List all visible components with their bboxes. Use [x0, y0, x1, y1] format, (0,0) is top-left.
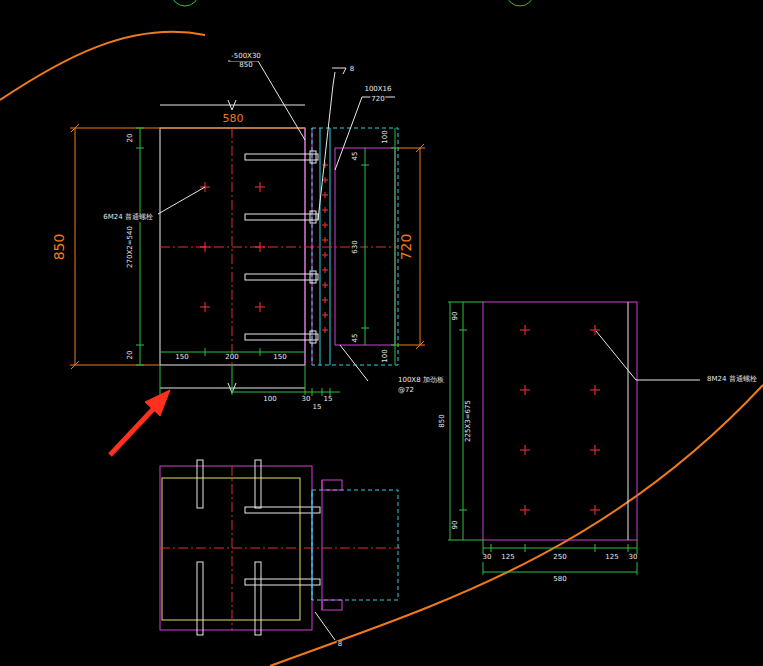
- dimension-label: 100X8 加劲板: [397, 377, 445, 385]
- dimension-label: 100X16: [363, 86, 392, 94]
- dimension-label: 30: [301, 396, 312, 404]
- dimension-label: 150: [272, 354, 287, 362]
- dimension-label: 8M24 普通螺栓: [706, 376, 758, 384]
- dimension-label: -500X30: [230, 53, 262, 61]
- dimension-label: 45: [352, 151, 360, 162]
- dimension-label: 30: [628, 554, 639, 562]
- dimension-label: 90: [452, 520, 460, 531]
- dimension-label: 580: [552, 576, 567, 584]
- dimension-label: 30: [482, 554, 493, 562]
- dimension-label: 850: [439, 413, 447, 428]
- dimension-label: 90: [452, 311, 460, 322]
- dimension-label: 720: [370, 96, 385, 104]
- dimension-label: 200: [224, 354, 239, 362]
- dimension-label: 15: [312, 404, 323, 412]
- dimension-label: 125: [604, 554, 619, 562]
- dimension-label: 100: [382, 129, 390, 144]
- dimension-label: 8: [337, 641, 343, 649]
- dimension-label: 100: [262, 396, 277, 404]
- overall-dimension: 850: [52, 233, 67, 262]
- overall-dimension: 580: [222, 113, 245, 125]
- dimension-label: 8: [349, 66, 355, 74]
- dimension-label: 125: [500, 554, 515, 562]
- dimension-label: 850: [238, 62, 253, 70]
- dimension-label: @72: [397, 387, 415, 395]
- dimension-label: 270X2=540: [127, 225, 135, 269]
- dimension-label: 150: [174, 354, 189, 362]
- dimension-label: 250: [552, 554, 567, 562]
- dimension-label: 100: [382, 348, 390, 363]
- dimension-label: 15: [323, 396, 334, 404]
- dimension-label: 225X3=675: [465, 399, 473, 443]
- overall-dimension: 720: [399, 233, 414, 262]
- dimension-label: 45: [352, 333, 360, 344]
- dimension-label: 20: [127, 350, 135, 361]
- dimension-label: 20: [127, 133, 135, 144]
- dimension-label: 6M24 普通螺栓: [102, 214, 154, 222]
- dimension-label: 630: [352, 239, 360, 254]
